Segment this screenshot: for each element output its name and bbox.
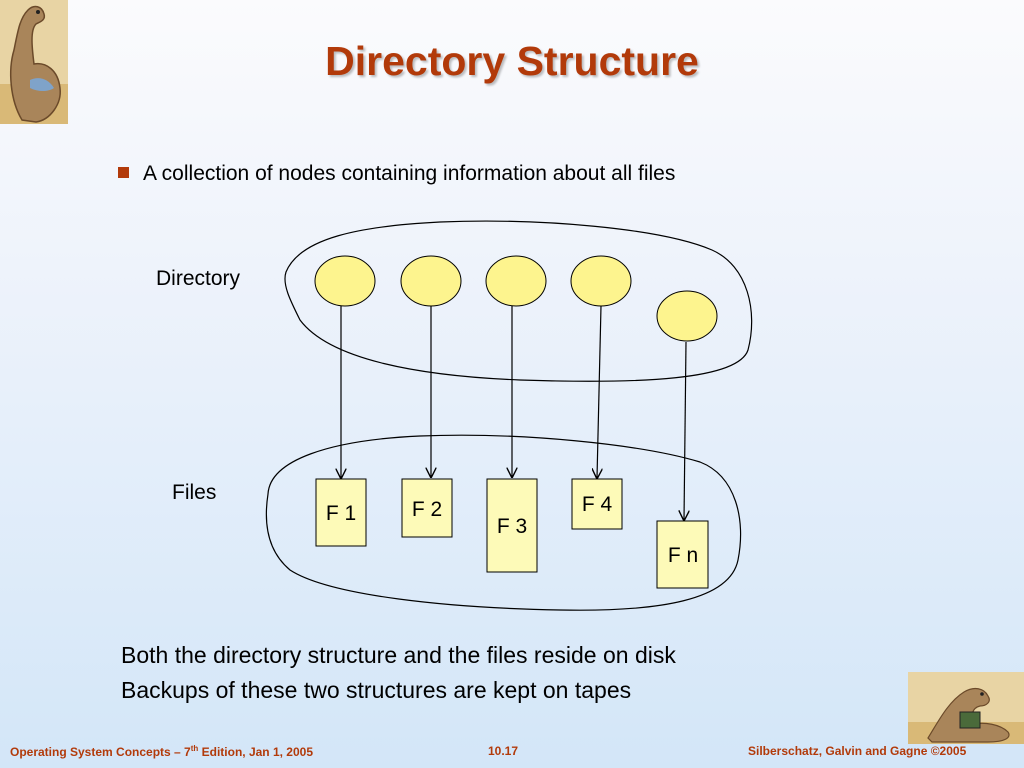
file-label-f3: F 3 (497, 515, 527, 538)
directory-node (485, 255, 547, 307)
dinosaur-logo-top (0, 0, 68, 124)
directory-node (314, 255, 376, 307)
slide-title: Directory Structure (325, 38, 699, 84)
footer-slide-number: 10.17 (488, 744, 519, 758)
directory-node (656, 290, 718, 342)
directory-diagram: Directory Files F 1 F 2 F 3 F 4 F n (156, 220, 753, 611)
bullet-item: A collection of nodes containing informa… (118, 162, 675, 186)
file-box-fn (656, 520, 709, 589)
file-box-f1 (315, 478, 367, 547)
directory-boundary (284, 220, 753, 382)
dinosaur-logo-bottom (908, 672, 1024, 744)
directory-node (400, 255, 462, 307)
note-line-1: Both the directory structure and the fil… (121, 642, 676, 668)
file-box-f3 (486, 478, 538, 573)
file-box-f2 (401, 478, 453, 538)
square-bullet-icon (118, 167, 129, 178)
file-label-f2: F 2 (412, 498, 442, 521)
footer-authors: Silberschatz, Galvin and Gagne ©2005 (748, 744, 967, 758)
directory-node (570, 255, 632, 307)
file-label-fn: F n (668, 544, 698, 567)
footer-book-title: Operating System Concepts – 7th Edition,… (10, 744, 314, 759)
file-box-f4 (571, 478, 623, 530)
bullet-text: A collection of nodes containing informa… (143, 162, 676, 185)
directory-label: Directory (156, 267, 241, 290)
files-label: Files (172, 481, 216, 504)
arrow-node4-f4 (597, 305, 601, 478)
file-label-f1: F 1 (326, 502, 356, 525)
note-line-2: Backups of these two structures are kept… (121, 677, 632, 703)
arrow-node5-fn (684, 341, 686, 520)
file-label-f4: F 4 (582, 493, 613, 516)
files-boundary (265, 434, 742, 611)
